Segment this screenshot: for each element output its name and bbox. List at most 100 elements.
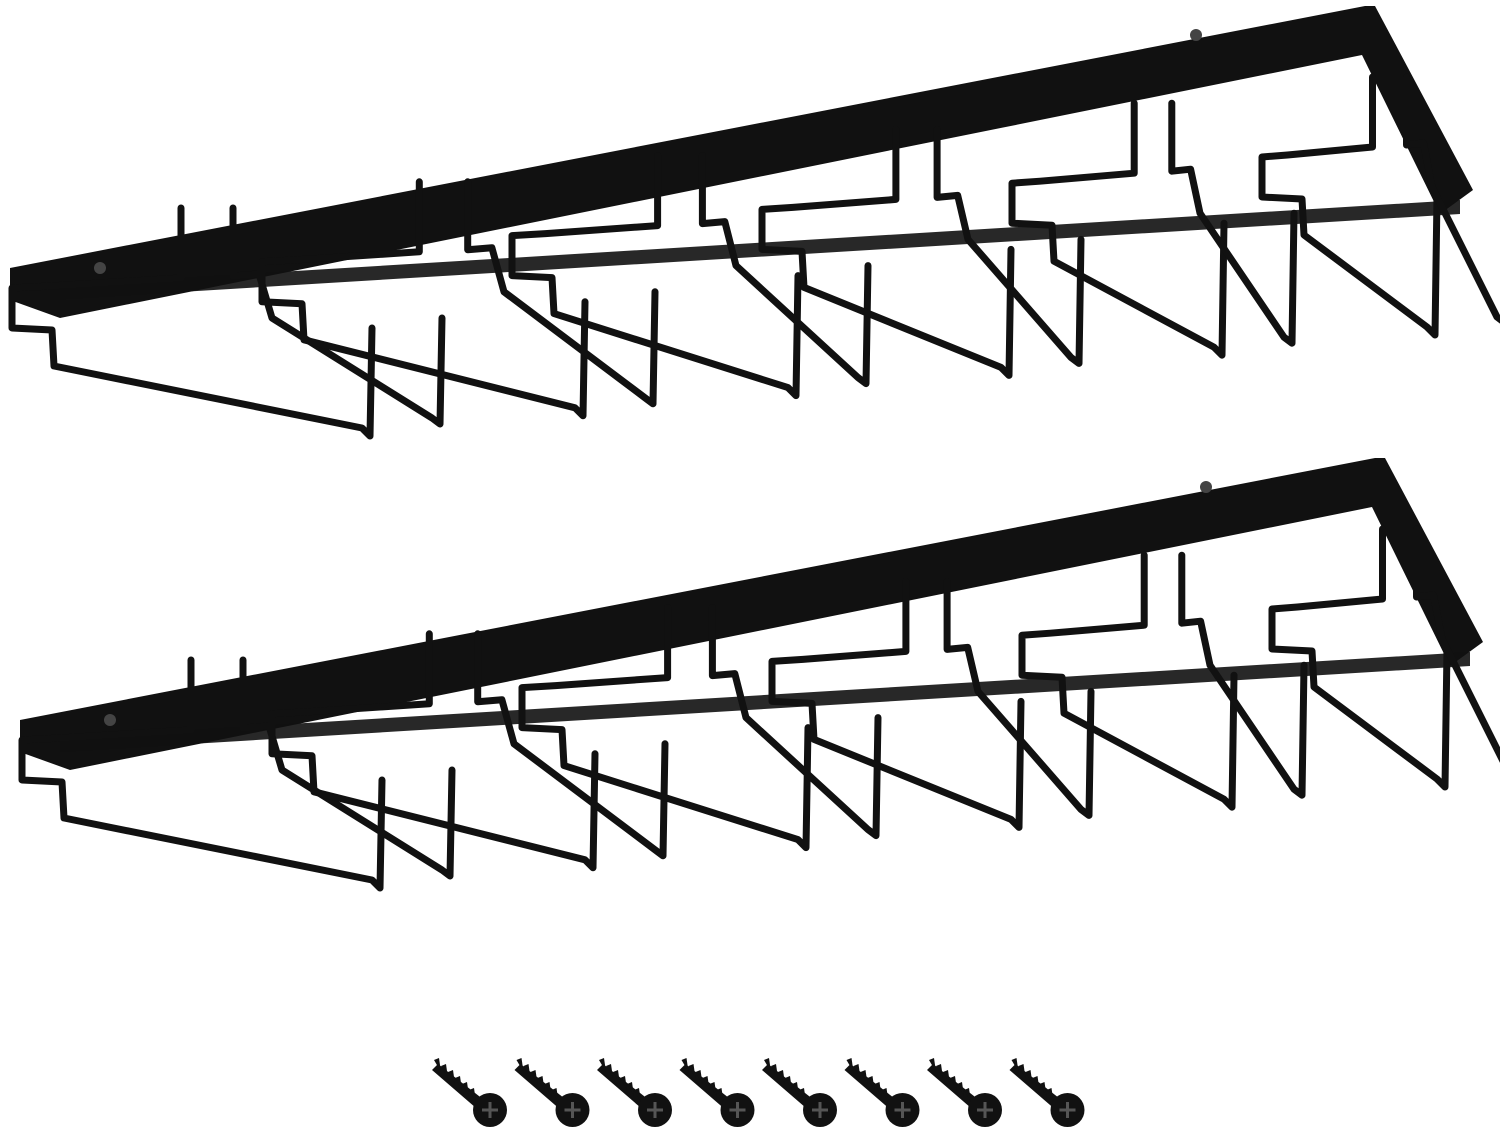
screw-thread	[537, 1076, 545, 1090]
screw-thread	[881, 1088, 889, 1102]
screw-thread	[792, 1082, 799, 1096]
screw-icon	[927, 1058, 1002, 1127]
screw-thread	[448, 1070, 455, 1084]
phillips-slot	[564, 1102, 581, 1118]
screw-thread	[1011, 1058, 1019, 1072]
glass-slot-tine	[708, 604, 882, 840]
screw-thread	[523, 1064, 531, 1078]
screw-icon	[432, 1058, 507, 1127]
phillips-slot	[1059, 1102, 1076, 1118]
mounting-plate	[10, 6, 1473, 318]
glass-slot	[258, 178, 589, 420]
screw-icon	[514, 1058, 590, 1127]
screw-thread	[688, 1064, 696, 1078]
phillips-slot	[894, 1102, 911, 1118]
screw-thread	[716, 1088, 724, 1102]
glass-slot-tine	[239, 656, 456, 880]
screw-icon	[762, 1058, 837, 1127]
rack-group	[8, 6, 1500, 892]
screw-thread	[606, 1064, 613, 1078]
glass-slot-tine	[1403, 73, 1500, 324]
glass-slot-tine	[1178, 551, 1308, 799]
glass-slot	[8, 204, 376, 440]
screw-thread	[455, 1076, 462, 1090]
screw-hole	[104, 714, 116, 726]
screw-thread	[1018, 1064, 1026, 1078]
screw-thread	[441, 1064, 448, 1078]
screw-shaft	[432, 1064, 484, 1108]
glass-slot	[1008, 99, 1228, 359]
screw-thread	[943, 1070, 950, 1084]
glass-slot-tine	[464, 178, 659, 408]
screw-thread	[469, 1088, 476, 1102]
wine-glass-rack	[8, 6, 1500, 440]
glass-slot	[1258, 73, 1441, 339]
screw-thread	[867, 1076, 875, 1090]
glass-slot	[518, 604, 812, 852]
glass-slot	[268, 630, 599, 872]
screw-thread	[627, 1082, 634, 1096]
screw-hole	[1190, 29, 1202, 41]
screw-thread	[613, 1070, 620, 1084]
screw-thread	[681, 1058, 689, 1072]
screw-thread	[874, 1082, 882, 1096]
screw-thread	[785, 1076, 792, 1090]
screw-icon	[1009, 1058, 1085, 1127]
wine-glass-rack	[18, 458, 1500, 892]
phillips-slot	[729, 1102, 746, 1118]
glass-slot	[1018, 551, 1238, 811]
glass-slot-tine	[943, 577, 1095, 819]
screw-shaft	[514, 1064, 567, 1108]
screw-thread	[551, 1088, 559, 1102]
screw-thread	[702, 1076, 710, 1090]
screw-thread	[957, 1082, 964, 1096]
glass-slot	[758, 125, 1015, 379]
glass-slot-tine	[933, 125, 1085, 367]
screw-thread	[709, 1082, 717, 1096]
phillips-slot	[482, 1102, 498, 1118]
phillips-slot	[977, 1102, 993, 1118]
front-rail	[50, 200, 1460, 300]
screw-thread	[1046, 1088, 1054, 1102]
screw-thread	[950, 1076, 957, 1090]
screw-shaft	[762, 1064, 814, 1108]
screw-thread	[695, 1070, 703, 1084]
screw-thread	[1039, 1082, 1047, 1096]
screw-thread	[634, 1088, 641, 1102]
screw-thread	[860, 1070, 868, 1084]
screw-shaft	[597, 1064, 649, 1108]
glass-slot-tine	[474, 630, 669, 860]
screw-thread	[771, 1064, 778, 1078]
screw-thread	[620, 1076, 627, 1090]
screw-thread	[544, 1082, 552, 1096]
screw-thread	[530, 1070, 538, 1084]
screw-shaft	[1009, 1064, 1062, 1108]
screw-thread	[778, 1070, 785, 1084]
screw-thread	[936, 1064, 943, 1078]
phillips-slot	[647, 1102, 663, 1118]
screw-icon	[844, 1058, 920, 1127]
screw-icon	[597, 1058, 672, 1127]
screw-thread	[799, 1088, 806, 1102]
screw-hole	[94, 262, 106, 274]
screw-thread	[599, 1058, 606, 1072]
screw-group	[432, 1058, 1085, 1127]
glass-slot-tine	[698, 152, 872, 388]
screw-thread	[764, 1058, 771, 1072]
screw-thread	[434, 1058, 441, 1072]
screw-shaft	[679, 1064, 732, 1108]
glass-slot	[18, 656, 386, 892]
screw-thread	[846, 1058, 854, 1072]
screw-hole	[1200, 481, 1212, 493]
glass-slot-tine	[1168, 99, 1298, 347]
screw-thread	[964, 1088, 971, 1102]
phillips-slot	[812, 1102, 828, 1118]
screw-thread	[516, 1058, 524, 1072]
screw-thread	[1032, 1076, 1040, 1090]
screw-thread	[853, 1064, 861, 1078]
screw-shaft	[844, 1064, 897, 1108]
glass-slot	[508, 152, 802, 400]
screw-thread	[462, 1082, 469, 1096]
